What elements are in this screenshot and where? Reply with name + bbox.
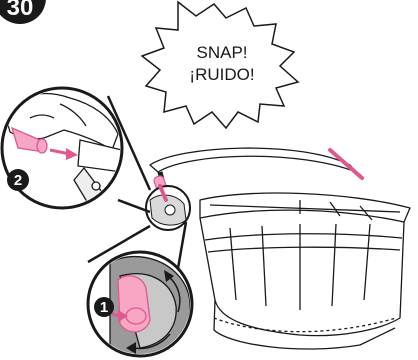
- callout-2-number: 2: [14, 172, 22, 189]
- lower-magnifier-callout: 1: [88, 252, 192, 356]
- snap-burst: SNAP! ¡RUIDO!: [142, 2, 298, 128]
- snap-text-line2: ¡RUIDO!: [189, 65, 254, 84]
- upper-magnifier-callout: 2: [2, 88, 122, 210]
- basket-rim: [200, 193, 410, 222]
- callout-1-number: 1: [100, 299, 108, 316]
- step-number: 30: [7, 0, 34, 21]
- step-badge: 30: [0, 0, 46, 24]
- basket-handle: [150, 148, 356, 172]
- snap-text-line1: SNAP!: [196, 43, 247, 62]
- hinge-target: [146, 186, 190, 230]
